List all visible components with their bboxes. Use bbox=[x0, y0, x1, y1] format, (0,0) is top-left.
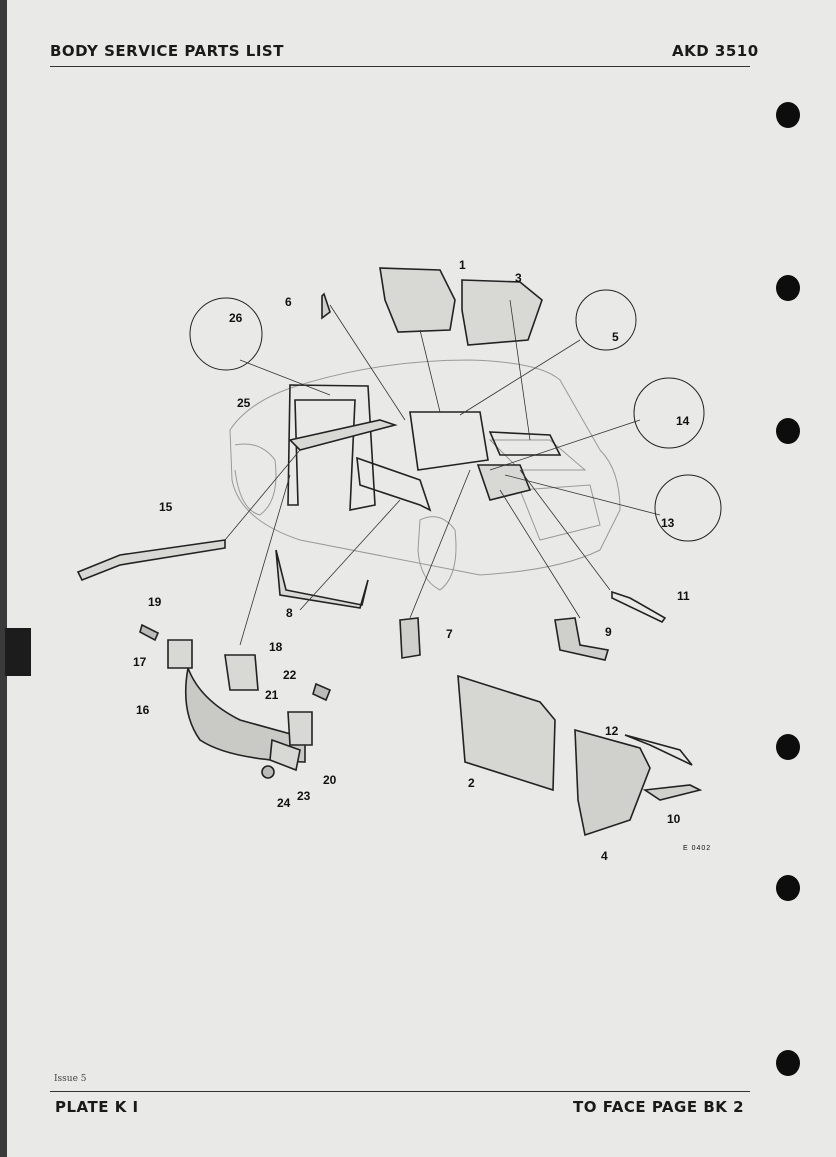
callout-8: 8 bbox=[286, 606, 293, 620]
callout-10: 10 bbox=[667, 812, 681, 826]
callout-4: 4 bbox=[601, 849, 608, 863]
callout-26: 26 bbox=[229, 311, 243, 325]
facing-page-label: TO FACE PAGE BK 2 bbox=[573, 1098, 745, 1116]
drawing-reference: E 0402 bbox=[683, 845, 711, 852]
binder-hole bbox=[776, 418, 800, 444]
page-edge bbox=[0, 0, 7, 1157]
callout-19: 19 bbox=[148, 595, 162, 609]
callout-7: 7 bbox=[446, 627, 453, 641]
header-rule bbox=[50, 66, 750, 67]
callout-9: 9 bbox=[605, 625, 612, 639]
callout-5: 5 bbox=[612, 330, 619, 344]
callout-22: 22 bbox=[283, 668, 297, 682]
binder-hole bbox=[776, 102, 800, 128]
callout-13: 13 bbox=[661, 516, 675, 530]
callout-16: 16 bbox=[136, 703, 150, 717]
footer-rule bbox=[50, 1091, 750, 1092]
callout-12: 12 bbox=[605, 724, 619, 738]
callout-20: 20 bbox=[323, 773, 337, 787]
binder-hole bbox=[776, 734, 800, 760]
binder-hole bbox=[776, 275, 800, 301]
callout-1: 1 bbox=[459, 258, 466, 272]
car-outline bbox=[229, 359, 621, 591]
callout-25: 25 bbox=[237, 396, 251, 410]
callout-21: 21 bbox=[265, 688, 279, 702]
callout-3: 3 bbox=[515, 271, 522, 285]
page-title: BODY SERVICE PARTS LIST bbox=[50, 42, 284, 60]
plate-label: PLATE K I bbox=[55, 1098, 139, 1116]
callout-17: 17 bbox=[133, 655, 147, 669]
callout-labels: 1 2 3 4 5 6 7 8 9 10 11 12 13 14 15 16 1… bbox=[133, 258, 690, 863]
issue-number: Issue 5 bbox=[54, 1074, 87, 1084]
callout-24: 24 bbox=[277, 796, 291, 810]
callout-23: 23 bbox=[297, 789, 311, 803]
parts bbox=[76, 267, 703, 837]
section-tab bbox=[5, 628, 31, 676]
binder-hole bbox=[776, 875, 800, 901]
leader-lines bbox=[224, 299, 661, 646]
callout-2: 2 bbox=[468, 776, 475, 790]
callout-15: 15 bbox=[159, 500, 173, 514]
callout-18: 18 bbox=[269, 640, 283, 654]
callout-6: 6 bbox=[285, 295, 292, 309]
document-code: AKD 3510 bbox=[672, 42, 759, 60]
callout-11: 11 bbox=[677, 589, 690, 603]
binder-hole bbox=[776, 1050, 800, 1076]
callout-14: 14 bbox=[676, 414, 690, 428]
detail-circles bbox=[189, 289, 722, 542]
